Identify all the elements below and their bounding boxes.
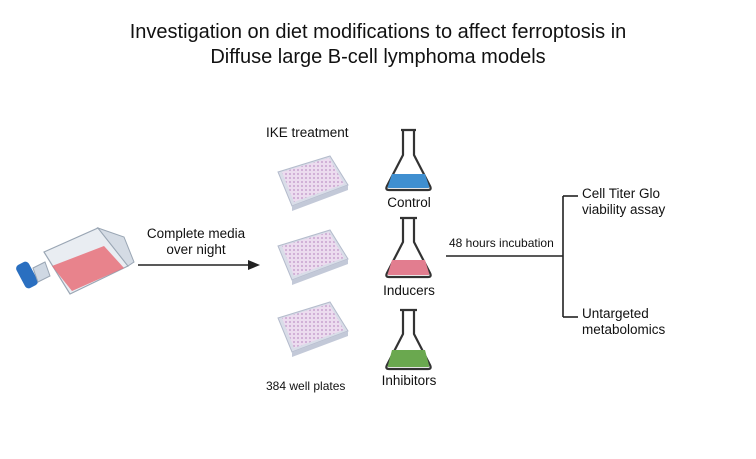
outcome-metabolomics: Untargeted metabolomics	[582, 306, 665, 338]
flask-inducers-icon	[385, 216, 432, 279]
media-label-line-2: over night	[166, 242, 226, 257]
incubation-label: 48 hours incubation	[449, 236, 554, 250]
title-line-2: Diffuse large B-cell lymphoma models	[210, 46, 546, 68]
outcome-viability-line-2: viability assay	[582, 202, 666, 217]
media-label-line-1: Complete media	[146, 226, 246, 241]
flask-inhibitors-icon	[385, 308, 432, 371]
diagram-title: Investigation on diet modifications to a…	[0, 20, 756, 70]
flask-label-inducers: Inducers	[383, 283, 435, 298]
culture-flask-icon	[16, 226, 135, 295]
incubation-connector	[446, 195, 578, 318]
outcome-metabolomics-line-1: Untargeted	[582, 306, 649, 321]
flask-control-icon	[385, 128, 432, 192]
media-arrow	[138, 260, 260, 270]
outcome-viability-line-1: Cell Titer Glo	[582, 186, 661, 201]
flask-label-control: Control	[387, 195, 431, 210]
treatment-label: IKE treatment	[266, 125, 349, 140]
plate-top-icon	[277, 155, 349, 211]
plates-label: 384 well plates	[266, 379, 346, 393]
media-label: Complete media over night	[140, 226, 252, 258]
flask-label-inhibitors: Inhibitors	[381, 373, 437, 388]
outcome-metabolomics-line-2: metabolomics	[582, 322, 666, 337]
outcome-viability-assay: Cell Titer Glo viability assay	[582, 186, 665, 218]
plate-middle-icon	[277, 229, 349, 285]
title-line-1: Investigation on diet modifications to a…	[129, 21, 627, 43]
plate-bottom-icon	[277, 301, 349, 357]
